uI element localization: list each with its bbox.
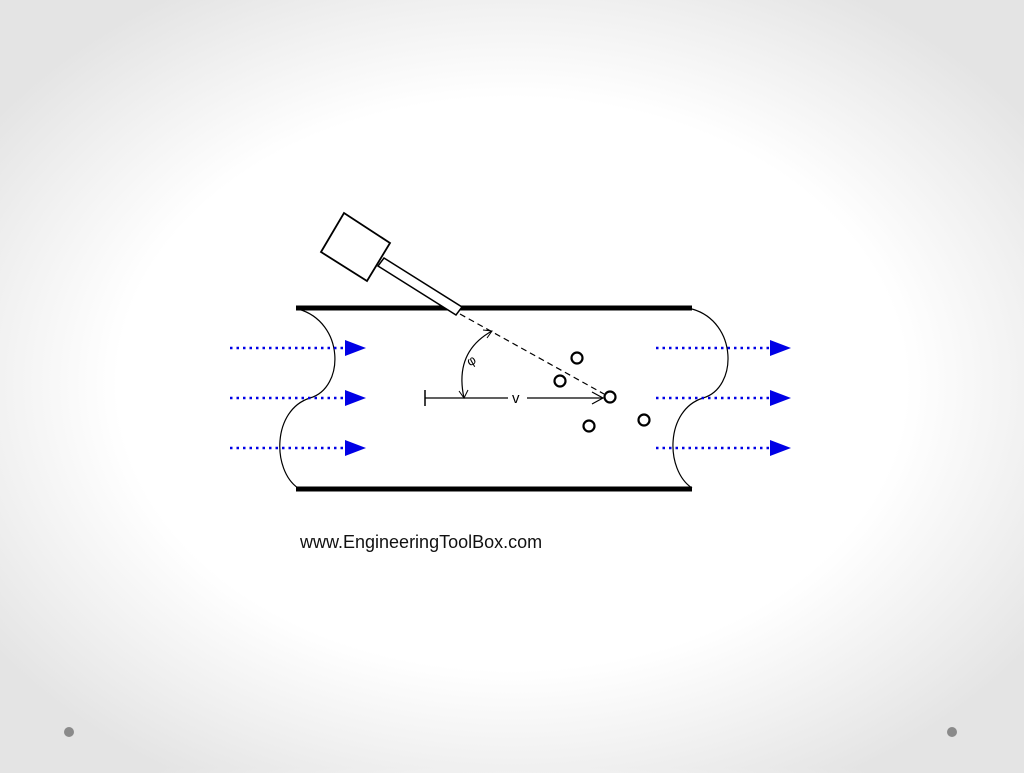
outflow-arrowhead-3 — [770, 440, 791, 456]
particle — [637, 413, 651, 427]
ultrasonic-beam — [459, 313, 605, 395]
angle-arc-arrow-top — [482, 329, 493, 339]
inflow-arrows — [230, 340, 366, 456]
particle — [582, 419, 596, 433]
outflow-arrows — [656, 340, 791, 456]
particle-reflector — [603, 390, 617, 404]
angle-label: φ — [464, 352, 479, 369]
outflow-arrowhead-1 — [770, 340, 791, 356]
inflow-arrowhead-1 — [345, 340, 366, 356]
angle-arc-arrow-bottom — [458, 389, 469, 399]
transducer-rod — [376, 256, 464, 317]
inflow-arrowhead-2 — [345, 390, 366, 406]
credit-text: www.EngineeringToolBox.com — [300, 532, 543, 552]
transducer — [319, 211, 464, 317]
velocity-vector: v — [424, 390, 605, 407]
particles — [553, 351, 651, 433]
velocity-arrowhead — [591, 391, 605, 405]
velocity-label: v — [512, 390, 520, 407]
pipe-right-break — [672, 308, 729, 489]
slide-corner-dot-right — [947, 727, 957, 737]
angle-indicator: φ — [458, 329, 493, 399]
transducer-head — [319, 211, 392, 283]
slide-corner-dot-left — [64, 727, 74, 737]
pipe-left-break — [279, 308, 336, 489]
particle — [553, 374, 567, 388]
particle — [570, 351, 584, 365]
angle-arc — [461, 330, 493, 399]
outflow-arrowhead-2 — [770, 390, 791, 406]
inflow-arrowhead-3 — [345, 440, 366, 456]
